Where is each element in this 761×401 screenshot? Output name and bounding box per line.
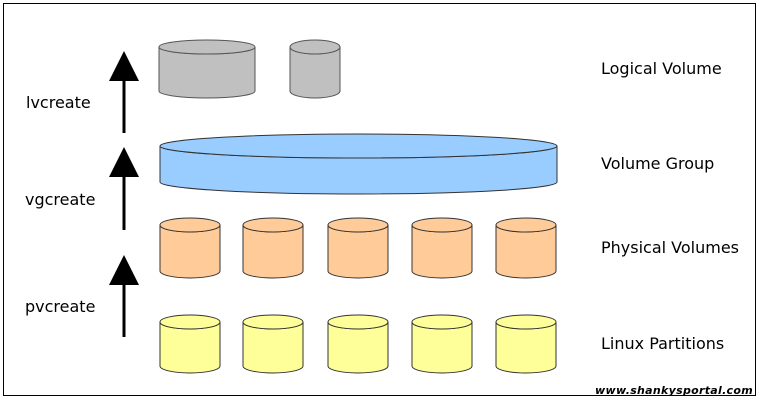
pvcreate-label: pvcreate (25, 297, 96, 316)
linux-partition-cylinder (159, 314, 221, 374)
linux-partition-cylinder (495, 314, 557, 374)
physical-volume-cylinder (242, 217, 304, 279)
watermark: www.shankysportal.com (595, 384, 753, 397)
volume-group-cylinder (159, 133, 558, 195)
linux-partitions-label: Linux Partitions (601, 334, 725, 353)
physical-volume-cylinder (327, 217, 389, 279)
linux-partition-cylinder (327, 314, 389, 374)
lvcreate-label: lvcreate (26, 93, 91, 112)
physical-volume-cylinder (159, 217, 221, 279)
physical-volumes-label: Physical Volumes (601, 238, 740, 257)
linux-partition-cylinder (242, 314, 304, 374)
logical-volume-cylinder (158, 39, 256, 99)
logical-volume-cylinder (289, 39, 341, 99)
linux-partition-cylinder (411, 314, 473, 374)
physical-volume-cylinder (411, 217, 473, 279)
diagram-frame (3, 3, 756, 396)
volume-group-label: Volume Group (601, 154, 715, 173)
physical-volume-cylinder (495, 217, 557, 279)
logical-volume-label: Logical Volume (601, 59, 722, 78)
vgcreate-label: vgcreate (25, 190, 96, 209)
